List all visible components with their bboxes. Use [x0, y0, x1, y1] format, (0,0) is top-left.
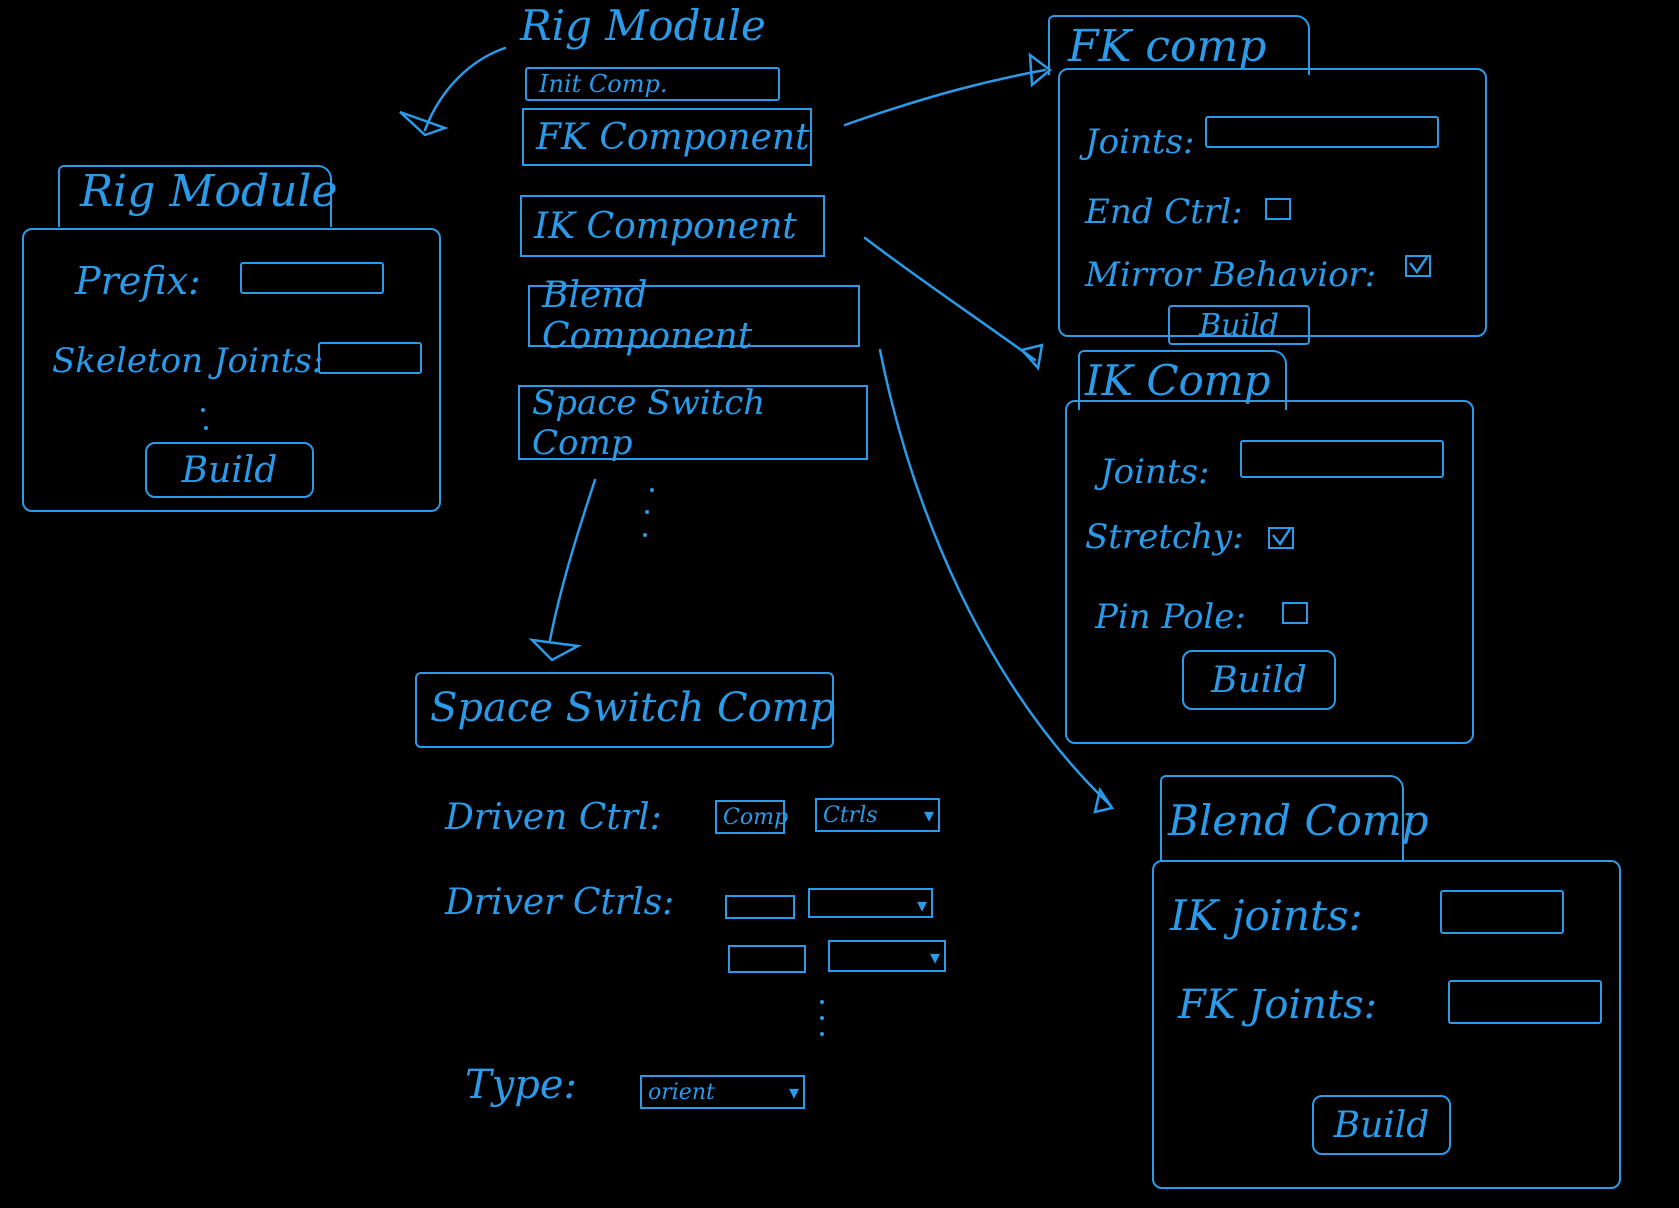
fk-component-button[interactable]: FK Component	[522, 108, 812, 166]
mirror-behavior-checkbox[interactable]	[1405, 255, 1431, 277]
end-ctrl-label: End Ctrl:	[1085, 192, 1243, 232]
stretchy-label: Stretchy:	[1085, 517, 1244, 557]
mirror-behavior-label: Mirror Behavior:	[1085, 255, 1377, 295]
blend-build-button[interactable]: Build	[1312, 1095, 1451, 1155]
type-dropdown[interactable]: orient ▾	[640, 1075, 805, 1109]
pin-pole-label: Pin Pole:	[1095, 597, 1246, 637]
ik-joints-field[interactable]	[1240, 440, 1444, 478]
driver-ctrls-dropdown-2[interactable]: ▾	[828, 940, 946, 972]
rig-module-tab	[58, 165, 332, 227]
rig-module-build-button[interactable]: Build	[145, 442, 314, 498]
ik-comp-title: IK Comp	[1085, 356, 1271, 405]
space-switch-component-button[interactable]: Space Switch Comp	[518, 383, 868, 463]
arrow-to-blend-comp	[878, 348, 1112, 807]
blend-comp-panel	[1152, 860, 1621, 1189]
prefix-field[interactable]	[240, 262, 384, 294]
end-ctrl-checkbox[interactable]	[1265, 198, 1291, 220]
ik-build-button[interactable]: Build	[1182, 650, 1336, 710]
fk-joints-field[interactable]	[1205, 116, 1439, 148]
main-menu-title: Rig Module	[520, 1, 766, 50]
rig-module-panel	[22, 228, 441, 512]
arrow-to-rig-module	[423, 46, 507, 132]
skeleton-joints-label: Skeleton Joints:	[52, 341, 324, 381]
driver-ctrls-dropdown-1[interactable]: ▾	[808, 888, 933, 918]
driver-comp-dropdown-1[interactable]	[725, 895, 795, 919]
prefix-label: Prefix:	[75, 259, 201, 303]
driven-ctrls-dropdown[interactable]: Ctrls ▾	[815, 798, 940, 832]
rig-module-panel-title: Rig Module	[80, 166, 338, 217]
driver-ctrls-label: Driver Ctrls:	[445, 882, 675, 923]
dropdown-arrow-icon: ▾	[788, 1080, 799, 1104]
blend-comp-title: Blend Comp	[1168, 796, 1429, 845]
dropdown-arrow-icon: ▾	[916, 893, 927, 917]
checkmark-icon	[1272, 528, 1292, 547]
fk-joints-label: Joints:	[1085, 122, 1195, 162]
ik-comp-tab	[1078, 350, 1287, 410]
ik-joints-blend-field[interactable]	[1440, 890, 1564, 934]
skeleton-joints-field[interactable]	[318, 342, 422, 374]
type-value: orient	[648, 1079, 715, 1105]
arrow-to-fk-comp	[843, 68, 1047, 127]
blend-component-button[interactable]: Blend Component	[528, 275, 860, 357]
stretchy-checkbox[interactable]	[1268, 527, 1294, 549]
ik-comp-panel	[1065, 400, 1474, 744]
arrow-to-ik-comp	[863, 236, 1037, 362]
ik-joints-label: Joints:	[1100, 452, 1210, 492]
checkmark-icon	[1409, 256, 1429, 275]
arrow-to-space-switch	[548, 478, 597, 642]
pin-pole-checkbox[interactable]	[1282, 602, 1308, 624]
type-label: Type:	[465, 1062, 578, 1108]
dropdown-arrow-icon: ▾	[923, 803, 934, 827]
fk-joints-blend-field[interactable]	[1448, 980, 1602, 1024]
blend-comp-tab	[1160, 775, 1404, 862]
fk-build-button[interactable]: Build	[1168, 305, 1310, 345]
dropdown-arrow-icon: ▾	[929, 945, 940, 969]
ik-component-button[interactable]: IK Component	[520, 195, 825, 257]
driven-ctrl-label: Driven Ctrl:	[445, 797, 662, 838]
fk-comp-title: FK comp	[1068, 21, 1267, 72]
fk-comp-panel	[1058, 68, 1487, 337]
ik-joints-blend-label: IK joints:	[1170, 891, 1363, 940]
init-comp-button[interactable]: Init Comp.	[525, 67, 780, 101]
space-switch-header	[415, 672, 834, 748]
fk-joints-blend-label: FK Joints:	[1178, 982, 1378, 1028]
fk-comp-tab	[1048, 15, 1310, 75]
driver-comp-dropdown-2[interactable]	[728, 945, 806, 973]
driven-ctrls-value: Ctrls	[823, 802, 878, 828]
space-switch-title: Space Switch Comp	[430, 685, 836, 731]
driven-comp-dropdown[interactable]: Comp	[715, 800, 788, 834]
